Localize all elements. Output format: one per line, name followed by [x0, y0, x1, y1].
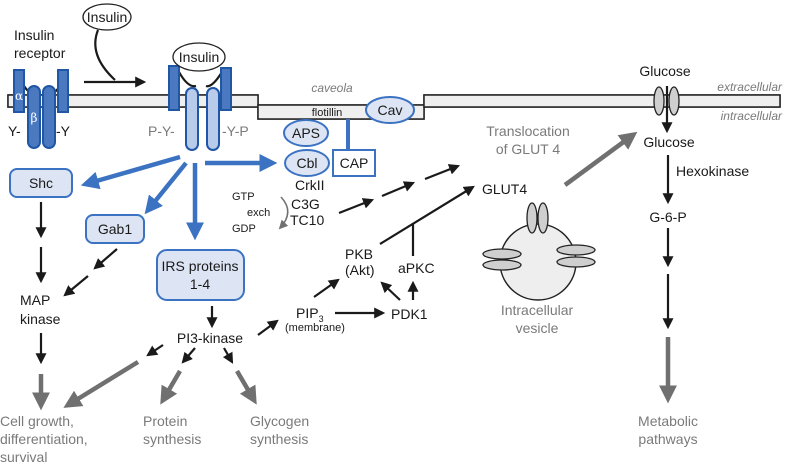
tyrosine-right: -Y: [56, 123, 71, 139]
beta-subunit-bound-left: [185, 87, 199, 151]
arrow-pdk1-to-pkb: [380, 281, 401, 301]
phospho-tyrosine-right: -Y-P: [222, 123, 249, 139]
arrow-to-glycogen: [235, 369, 257, 405]
arrow-glut4-translocation: [563, 131, 638, 187]
alpha-subunit-right: [57, 69, 69, 113]
extracellular-label: extracellular: [717, 80, 783, 94]
svg-text:Shc: Shc: [29, 175, 53, 191]
svg-text:α: α: [15, 89, 23, 103]
arrow-to-gab1: [144, 161, 188, 215]
glut4-label: GLUT4: [482, 181, 527, 197]
svg-text:IRS proteins: IRS proteins: [161, 258, 238, 274]
metabolic-pathways-label-2: pathways: [638, 431, 697, 447]
tc10-label: TC10: [290, 212, 324, 228]
arrow-tc10-1: [338, 198, 375, 215]
insulin-receptor-unbound: α β: [13, 69, 69, 149]
alpha-subunit-bound-right: [220, 67, 232, 111]
map-kinase-label-2: kinase: [20, 311, 61, 327]
svg-text:Cav: Cav: [378, 102, 403, 118]
protein-synthesis-label-1: Protein: [143, 413, 187, 429]
tyrosine-left: Y-: [8, 123, 21, 139]
svg-text:CAP: CAP: [340, 155, 369, 171]
svg-text:1-4: 1-4: [190, 276, 210, 292]
translocation-label-2: of GLUT 4: [496, 141, 561, 157]
g6p-label: G-6-P: [649, 209, 686, 225]
vesicle-label-2: vesicle: [516, 320, 559, 336]
svg-text:Cbl: Cbl: [296, 155, 317, 171]
pip3-label: PIP3: [296, 305, 324, 324]
hexokinase-label: Hexokinase: [676, 163, 749, 179]
aps-node: [283, 119, 329, 147]
arrow-pkb-to-translocation: [379, 185, 475, 245]
insulin-bound-label: Insulin: [179, 49, 219, 65]
arrow-pip3-to-pkb: [313, 278, 340, 298]
insulin-free-label: Insulin: [87, 9, 127, 25]
cell-growth-label-2: differentiation,: [0, 431, 88, 447]
arrow-pi3k-right: [222, 347, 234, 364]
glucose-intracellular-label: Glucose: [643, 134, 695, 150]
cbl-node: [284, 149, 330, 177]
arrow-to-shc: [80, 154, 181, 190]
alpha-subunit-left: [13, 69, 25, 113]
svg-text:β: β: [31, 111, 38, 125]
cell-growth-label-3: survival: [0, 449, 47, 465]
cap-node: [332, 149, 376, 177]
arrow-tc10-3: [424, 164, 461, 181]
insulin-bound: [172, 42, 226, 72]
receptor-label-1: Insulin: [14, 27, 54, 43]
insulin-binding-arrow: [94, 29, 116, 81]
arrow-pi3k-mid: [181, 347, 196, 364]
beta-subunit-bound-right: [206, 87, 220, 151]
c3g-label: C3G: [291, 196, 320, 212]
arrow-tc10-2: [381, 181, 416, 198]
gab1-node: [85, 214, 145, 244]
apkc-label: aPKC: [398, 260, 435, 276]
glycogen-synthesis-label-1: Glycogen: [250, 413, 309, 429]
arrow-gab1-1: [93, 248, 118, 270]
flotillin-label: flotillin: [312, 107, 343, 119]
glucose-extracellular-label: Glucose: [639, 63, 691, 79]
pdk1-label: PDK1: [391, 306, 428, 322]
arrow-to-growth: [63, 360, 140, 408]
svg-text:Gab1: Gab1: [98, 221, 132, 237]
gtp-exchange-arrow: [278, 196, 289, 230]
shc-node: [9, 168, 73, 198]
insulin-receptor-bound: [168, 65, 232, 151]
gtp-label: GTP: [232, 191, 255, 203]
beta-subunit-left: [27, 85, 41, 149]
arrow-gab1-2: [63, 275, 89, 297]
caveola-label: caveola: [311, 81, 353, 95]
metabolic-pathways-label-1: Metabolic: [638, 413, 698, 429]
glycogen-synthesis-label-2: synthesis: [250, 431, 308, 447]
exch-label: exch: [247, 207, 270, 219]
cell-growth-label-1: Cell growth,: [0, 413, 74, 429]
receptor-label-2: receptor: [14, 45, 66, 61]
phospho-tyrosine-left: P-Y-: [148, 123, 175, 139]
alpha-subunit-bound-left: [168, 65, 180, 111]
gdp-label: GDP: [232, 223, 256, 235]
pi3k-label: PI3-kinase: [177, 330, 243, 346]
pkb-label-2: (Akt): [345, 262, 375, 278]
arrow-pi3k-left: [146, 344, 164, 357]
vesicle-label-1: Intracellular: [501, 302, 574, 318]
translocation-label-1: Translocation: [486, 123, 570, 139]
arrow-to-protein: [160, 369, 182, 405]
arrow-pi3k-to-pip3: [257, 319, 279, 336]
svg-text:APS: APS: [292, 125, 320, 141]
beta-subunit-right: [42, 85, 56, 149]
pip3-note: (membrane): [285, 322, 345, 334]
insulin-free: [82, 3, 132, 31]
protein-synthesis-label-2: synthesis: [143, 431, 201, 447]
irs-node: [156, 249, 245, 301]
glut-transporter: [653, 86, 680, 116]
intracellular-label: intracellular: [721, 109, 783, 123]
pkb-label-1: PKB: [345, 246, 373, 262]
crkii-label: CrkII: [295, 177, 325, 193]
map-kinase-label-1: MAP: [20, 292, 50, 308]
intracellular-vesicle: [482, 202, 596, 301]
cav-node: [365, 96, 415, 124]
